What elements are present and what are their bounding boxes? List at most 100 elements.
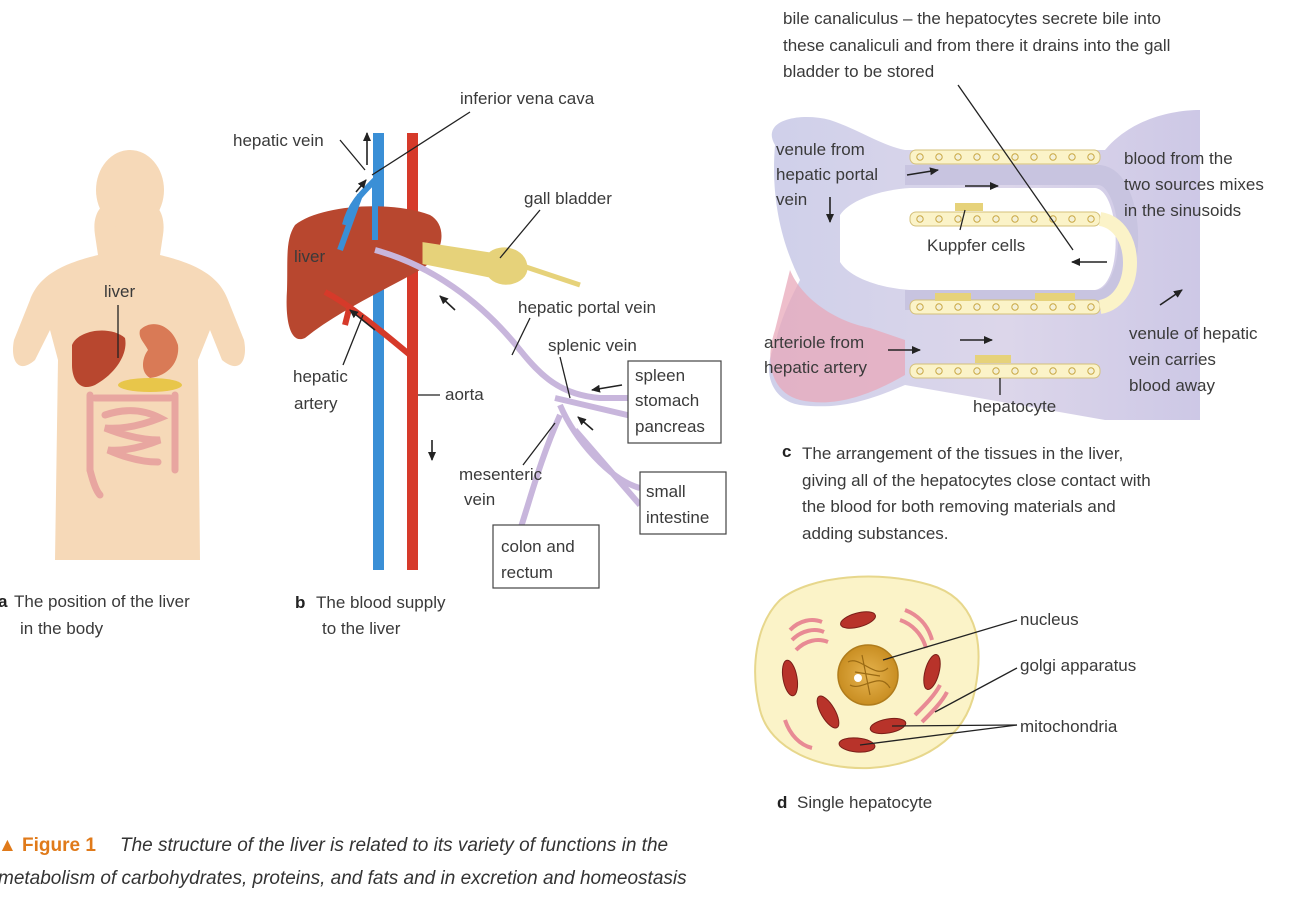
hepatocyte-nucleus-dot xyxy=(973,303,981,311)
aorta xyxy=(407,133,418,570)
label-aorta: aorta xyxy=(445,385,484,404)
box-spleen-line3: pancreas xyxy=(635,417,705,436)
hepatocyte-nucleus-dot xyxy=(1087,215,1095,223)
label-mesenteric-1: mesenteric xyxy=(459,465,543,484)
hepatocyte-curve xyxy=(1097,212,1137,314)
hepatocyte-nucleus-dot xyxy=(916,215,924,223)
hepatocyte-nucleus-dot xyxy=(1030,153,1038,161)
caption-a-line2: in the body xyxy=(20,619,104,638)
figure-caption-title: Figure 1 xyxy=(22,835,96,856)
hepatocyte-nucleus-dot xyxy=(935,367,943,375)
panel-d: nucleus golgi apparatus mitochondria d S… xyxy=(754,575,1136,812)
arrow-hv-flow xyxy=(355,179,367,193)
liver-organ xyxy=(286,206,442,340)
arteriole-line2: hepatic artery xyxy=(764,358,867,377)
arrow-spleen-flow xyxy=(591,384,623,393)
pointer-golgi xyxy=(934,667,1018,713)
hepatic-artery-vessel xyxy=(323,289,412,358)
kuppfer-cell-3 xyxy=(1035,293,1075,301)
box-spleen-stomach-pancreas: spleen stomach pancreas xyxy=(627,360,722,444)
panel-c: bile canaliculus – the hepatocytes secre… xyxy=(764,9,1264,543)
arrow-c-venule-out xyxy=(1159,289,1183,306)
hepatocyte-nucleus-dot xyxy=(1087,303,1095,311)
inferior-vena-cava xyxy=(373,133,384,570)
hepatocyte-nucleus-dot xyxy=(1068,367,1076,375)
pointer-hepatic-portal-vein xyxy=(511,317,531,356)
label-kuppfer: Kuppfer cells xyxy=(927,236,1025,255)
golgi-drawings xyxy=(783,608,949,750)
hepatocyte-nucleus-dot xyxy=(935,215,943,223)
label-golgi: golgi apparatus xyxy=(1020,656,1136,675)
box-colon-line2: rectum xyxy=(501,563,553,582)
hepatocyte-nucleus-dot xyxy=(1030,215,1038,223)
caption-b-line2: to the liver xyxy=(322,619,401,638)
hepatocyte-nucleus-dot xyxy=(1049,303,1057,311)
small-intestine-drawing xyxy=(86,391,179,499)
box-spleen-line1: spleen xyxy=(635,366,685,385)
hepatocyte-nucleus-dot xyxy=(973,367,981,375)
hepatocyte-nucleus-dot xyxy=(916,153,924,161)
bile-line-2: these canaliculi and from there it drain… xyxy=(783,36,1170,55)
caption-c-line1: The arrangement of the tissues in the li… xyxy=(802,444,1123,463)
small-pancreas xyxy=(118,378,182,392)
bile-line-1: bile canaliculus – the hepatocytes secre… xyxy=(783,9,1161,28)
blood-mixes-line2: two sources mixes xyxy=(1124,175,1264,194)
pointer-kuppfer xyxy=(959,209,966,231)
pointer-gall-bladder xyxy=(499,209,541,259)
label-splenic-vein: splenic vein xyxy=(548,336,637,355)
figure-caption: ▲ Figure 1 The structure of the liver is… xyxy=(0,835,687,889)
box-colon-line1: colon and xyxy=(501,537,575,556)
caption-letter-d: d xyxy=(777,793,787,812)
caption-letter-c: c xyxy=(782,442,791,461)
caption-b-line1: The blood supply xyxy=(316,593,446,612)
caption-a-line1: The position of the liver xyxy=(14,592,190,611)
hepatocyte-nucleus-dot xyxy=(1068,153,1076,161)
nucleus-drawing xyxy=(837,644,899,706)
hepatocyte-nucleus-dot xyxy=(954,367,962,375)
pointer-bile-canaliculus xyxy=(957,84,1074,251)
hepatocyte-nucleus-dot xyxy=(992,367,1000,375)
box-small-intestine-line1: small xyxy=(646,482,686,501)
caption-c-line2: giving all of the hepatocytes close cont… xyxy=(802,471,1151,490)
panel-b: inferior vena cava hepatic vein gall bla… xyxy=(233,89,727,638)
caption-c-line4: adding substances. xyxy=(802,524,949,543)
arrow-portal-flow xyxy=(439,295,456,311)
hepatocyte-nucleus-dot xyxy=(954,215,962,223)
hepatocyte-nucleus-dot xyxy=(1030,303,1038,311)
hepatocyte-nucleus-dot xyxy=(935,153,943,161)
hepatocyte-nucleus-dot xyxy=(1049,367,1057,375)
label-mesenteric-2: vein xyxy=(464,490,495,509)
box-spleen-line2: stomach xyxy=(635,391,699,410)
blood-mixes-line1: blood from the xyxy=(1124,149,1233,168)
arrow-c-portal-in xyxy=(906,167,939,176)
hepatocyte-nucleus-dot xyxy=(916,367,924,375)
venule-hepatic-line2: vein carries xyxy=(1129,350,1216,369)
blood-mixes-line3: in the sinusoids xyxy=(1124,201,1241,220)
hepatocyte-nucleus-dot xyxy=(1049,153,1057,161)
hepatocyte-nucleus-dot xyxy=(1087,153,1095,161)
arterial-region xyxy=(770,270,905,403)
label-mitochondria: mitochondria xyxy=(1020,717,1118,736)
pointer-hepatic-vein xyxy=(339,139,366,171)
small-liver xyxy=(72,330,126,388)
venule-portal-line2: hepatic portal xyxy=(776,165,878,184)
label-liver-b: liver xyxy=(294,247,326,266)
figure-caption-line2: metabolism of carbohydrates, proteins, a… xyxy=(0,868,687,889)
pointer-mitochondria-2 xyxy=(859,724,1018,746)
label-hepatic-vein: hepatic vein xyxy=(233,131,324,150)
hepatocyte-nucleus-dot xyxy=(1068,303,1076,311)
label-nucleus: nucleus xyxy=(1020,610,1079,629)
label-hepatocyte: hepatocyte xyxy=(973,397,1056,416)
caption-letter-b: b xyxy=(295,593,305,612)
venule-hepatic-line1: venule of hepatic xyxy=(1129,324,1258,343)
hepatocyte-nucleus-dot xyxy=(1011,367,1019,375)
hepatocyte-nucleus-dot xyxy=(954,303,962,311)
small-stomach xyxy=(139,324,179,378)
hepatocyte-nucleus-dot xyxy=(1030,367,1038,375)
panel-a: liver a The position of the liver in the… xyxy=(0,150,246,638)
box-small-intestine-line2: intestine xyxy=(646,508,709,527)
hepatocyte-nucleus-dot xyxy=(992,303,1000,311)
venule-portal-line3: vein xyxy=(776,190,807,209)
hepatocyte-nucleus-dot xyxy=(1068,215,1076,223)
pointer-mesenteric xyxy=(522,422,556,466)
